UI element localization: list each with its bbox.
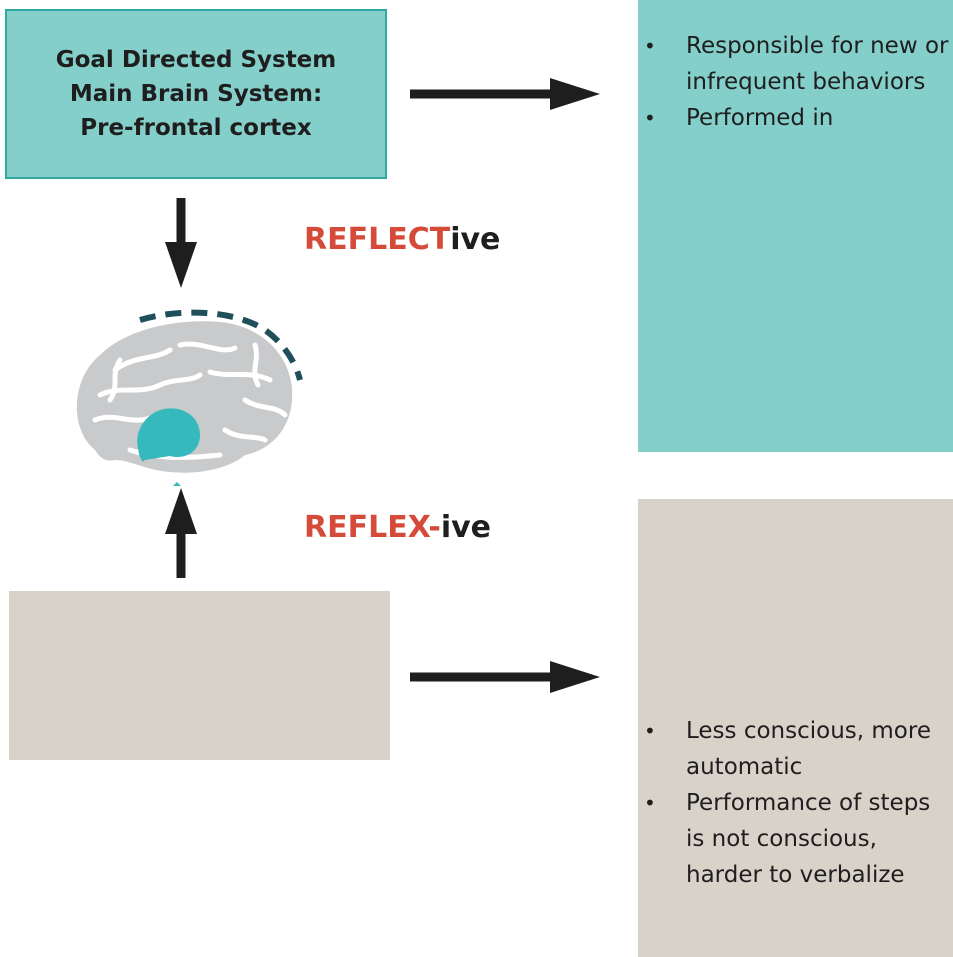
brain-icon — [76, 309, 303, 486]
reflexive-bullet-2: Performance of steps is not conscious, h… — [638, 785, 953, 893]
reflective-label-accent: REFLECT — [304, 222, 451, 257]
goal-directed-system-box: Goal Directed System Main Brain System: … — [5, 9, 387, 179]
reflective-bullet-2: Performed in — [638, 100, 953, 136]
reflexive-bullet-1: Less conscious, more automatic — [638, 713, 953, 785]
reflective-bullet-list: Responsible for new or infrequent behavi… — [638, 28, 953, 136]
arrow-icon — [410, 661, 600, 693]
arrow-icon — [165, 488, 197, 578]
goal-box-line-3: Pre-frontal cortex — [80, 115, 312, 141]
arrow-icon — [410, 78, 600, 110]
goal-box-line-1: Goal Directed System — [55, 47, 337, 73]
arrow-icon — [165, 198, 197, 288]
reflexive-label: REFLEX-ive — [304, 510, 491, 545]
reflective-label: REFLECTive — [304, 222, 500, 257]
goal-box-line-2: Main Brain System: — [69, 81, 323, 107]
reflexive-label-accent: REFLEX- — [304, 510, 441, 545]
habit-system-box — [9, 591, 390, 760]
reflexive-label-suffix: ive — [440, 510, 492, 545]
reflexive-bullet-list: Less conscious, more automatic Performan… — [638, 713, 953, 893]
reflective-label-suffix: ive — [450, 222, 501, 257]
reflective-bullet-1: Responsible for new or infrequent behavi… — [638, 28, 953, 100]
